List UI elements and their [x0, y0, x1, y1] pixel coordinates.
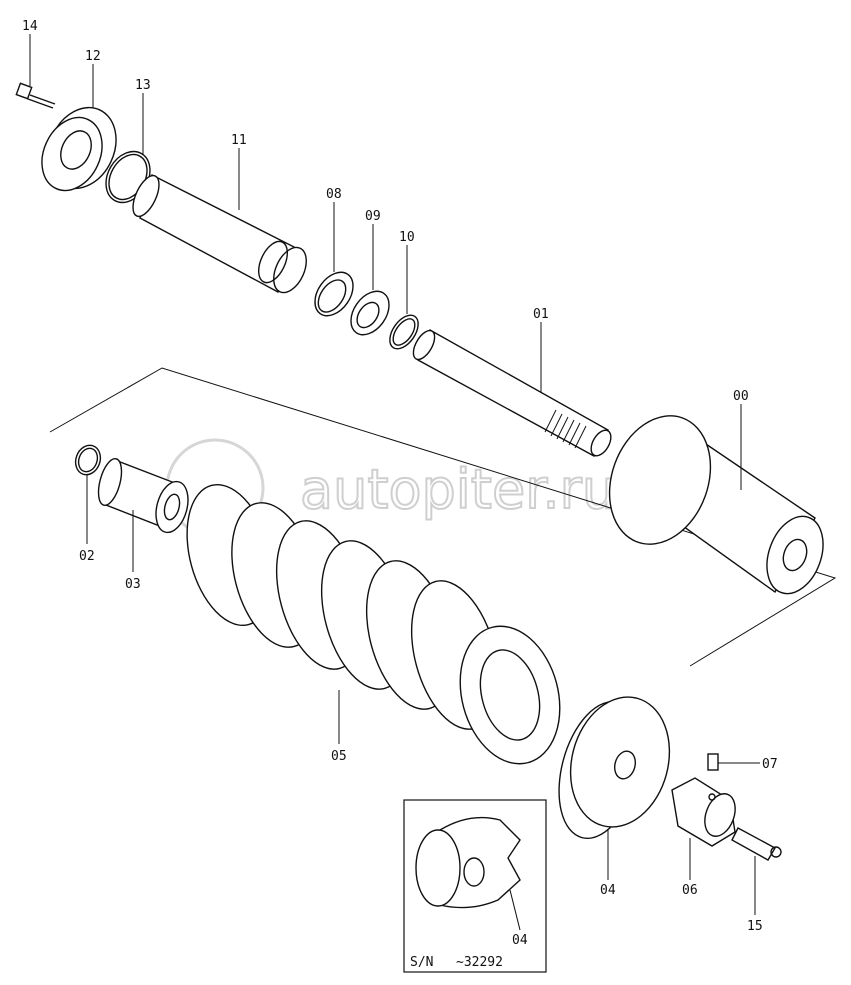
- label-04b: 04: [512, 933, 528, 948]
- watermark-text: autopiter.ru: [300, 458, 616, 521]
- part-09-bearing: [350, 290, 390, 336]
- part-07-fitting: [707, 753, 760, 771]
- part-06-hex-nut: [671, 777, 736, 847]
- part-08-ring: [314, 271, 354, 317]
- label-15: 15: [747, 919, 763, 934]
- label-04a: 04: [600, 883, 616, 898]
- part-15-valve: [731, 827, 782, 861]
- label-01: 01: [533, 307, 549, 322]
- part-10-snap-ring: [389, 314, 419, 350]
- part-01-rod: [412, 328, 612, 457]
- label-10: 10: [399, 230, 415, 245]
- label-07: 07: [762, 757, 778, 772]
- label-05: 05: [331, 749, 347, 764]
- label-00: 00: [733, 389, 749, 404]
- part-05-spring: [186, 483, 561, 765]
- inset-serial-range: ~32292: [456, 955, 503, 970]
- label-13: 13: [135, 78, 151, 93]
- inset-serial-prefix: S/N: [410, 955, 433, 970]
- label-12: 12: [85, 49, 101, 64]
- label-03: 03: [125, 577, 141, 592]
- label-08: 08: [326, 187, 342, 202]
- part-14-bolt: [15, 82, 56, 109]
- part-00-cylinder: [608, 415, 824, 595]
- assembly-outline: [49, 367, 837, 667]
- part-03-bushing: [97, 457, 189, 534]
- part-02-o-ring: [74, 444, 102, 476]
- label-02: 02: [79, 549, 95, 564]
- part-11-cylinder: [132, 173, 307, 294]
- label-11: 11: [231, 133, 247, 148]
- label-14: 14: [22, 19, 38, 34]
- inset-box: S/N ~32292: [403, 799, 547, 973]
- leader-lines: [29, 34, 756, 931]
- part-04-disc: [558, 696, 671, 840]
- part-12-flange: [41, 106, 117, 192]
- part-labels: 14 12 13 11 08 09 10 01 00 02 03 05 04 0…: [22, 19, 778, 948]
- label-09: 09: [365, 209, 381, 224]
- watermark: autopiter.ru: [165, 438, 617, 538]
- label-06: 06: [682, 883, 698, 898]
